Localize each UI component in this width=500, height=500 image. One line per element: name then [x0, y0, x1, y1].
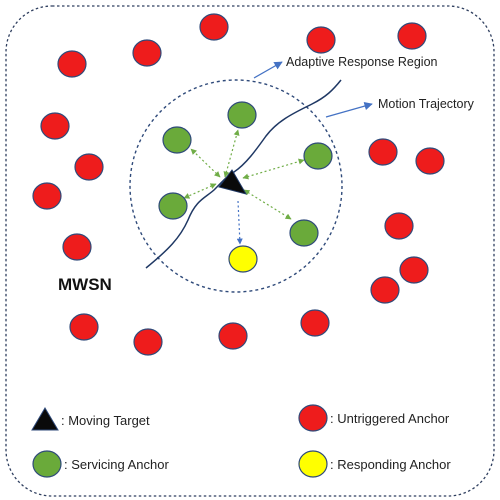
region-callout-arrow — [253, 61, 283, 79]
untriggered-anchor — [218, 322, 248, 350]
untriggered-anchor — [199, 13, 229, 41]
untriggered-anchor — [399, 256, 429, 284]
responding-anchor-legend-icon — [298, 450, 328, 478]
legend-label-servicing-anchor: : Servicing Anchor — [64, 457, 169, 472]
untriggered-anchor — [57, 50, 87, 78]
untriggered-anchors — [32, 13, 445, 356]
untriggered-anchor — [40, 112, 70, 140]
untriggered-anchor — [32, 182, 62, 210]
untriggered-anchor — [370, 276, 400, 304]
untriggered-anchor — [133, 328, 163, 356]
servicing-anchor — [303, 142, 333, 170]
trajectory-label: Motion Trajectory — [378, 97, 475, 111]
legend-item-servicing-anchor: : Servicing Anchor — [32, 450, 169, 478]
untriggered-anchor — [415, 147, 445, 175]
servicing-anchor — [289, 219, 319, 247]
servicing-anchors — [158, 101, 333, 247]
untriggered-anchor — [397, 22, 427, 50]
untriggered-anchor — [62, 233, 92, 261]
link-to-anchor — [183, 183, 217, 199]
network-boundary — [5, 5, 495, 497]
region-label: Adaptive Response Region — [286, 55, 438, 69]
untriggered-anchor — [132, 39, 162, 67]
legend: : Moving Target : Untriggered Anchor : S… — [31, 404, 451, 478]
untriggered-anchor — [74, 153, 104, 181]
adaptive-response-region — [129, 79, 343, 293]
moving-target-legend-icon — [31, 407, 59, 431]
link-to-anchor — [190, 148, 221, 178]
responding-anchor — [228, 245, 258, 273]
untriggered-anchor-legend-icon — [298, 404, 328, 432]
legend-item-responding-anchor: : Responding Anchor — [298, 450, 451, 478]
servicing-anchor — [162, 126, 192, 154]
untriggered-anchor — [306, 26, 336, 54]
network-label: MWSN — [58, 275, 112, 294]
untriggered-anchor — [368, 138, 398, 166]
legend-label-moving-target: : Moving Target — [61, 413, 150, 428]
servicing-anchor — [158, 192, 188, 220]
moving-target-icon — [218, 169, 248, 195]
servicing-anchor — [227, 101, 257, 129]
legend-item-untriggered-anchor: : Untriggered Anchor — [298, 404, 450, 432]
legend-label-responding-anchor: : Responding Anchor — [330, 457, 451, 472]
link-to-anchor — [223, 129, 240, 178]
legend-label-untriggered-anchor: : Untriggered Anchor — [330, 411, 450, 426]
untriggered-anchor — [384, 212, 414, 240]
trajectory-callout-arrow — [325, 102, 373, 118]
link-to-anchor — [243, 189, 292, 220]
anchor-links — [183, 129, 305, 245]
link-to-responding-anchor — [236, 200, 243, 245]
untriggered-anchor — [300, 309, 330, 337]
legend-item-moving-target: : Moving Target — [31, 407, 150, 431]
link-to-anchor — [242, 158, 305, 180]
untriggered-anchor — [69, 313, 99, 341]
servicing-anchor-legend-icon — [32, 450, 62, 478]
